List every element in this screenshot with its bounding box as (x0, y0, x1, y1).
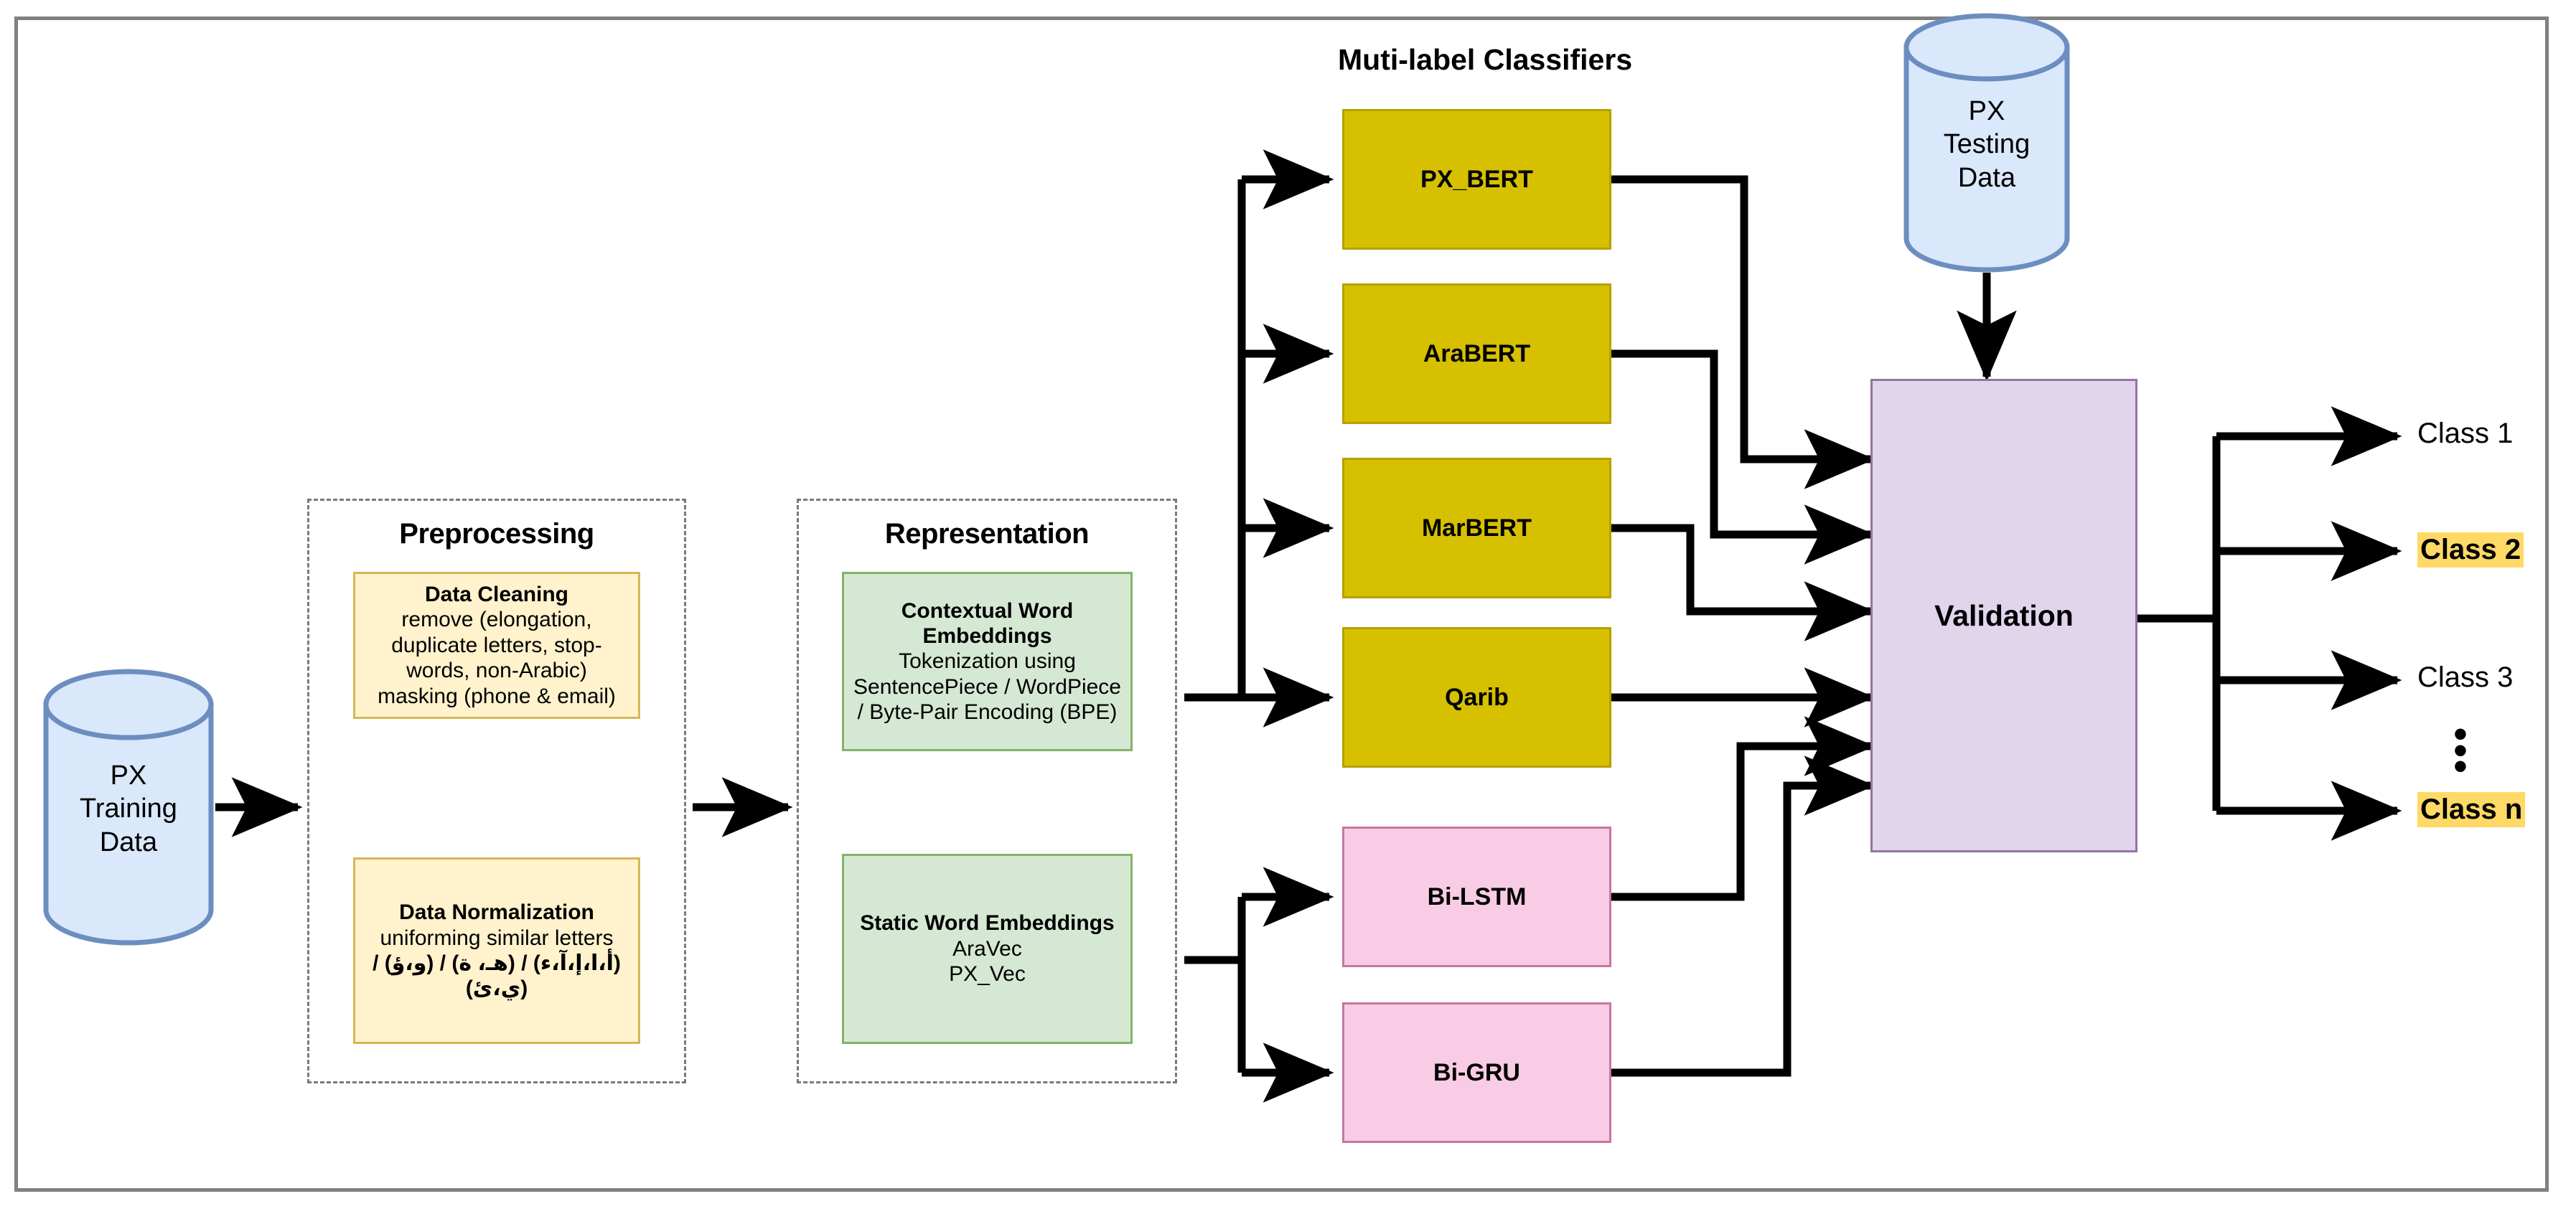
data-normalization-line-2: (أ،ا،إ،آ،ء) / (هـ، ة) / (و،ؤ) / (373, 951, 621, 975)
data-cleaning-line-1: remove (elongation, (401, 608, 592, 632)
validation-box[interactable]: Validation (1870, 379, 2137, 852)
px-training-data-label: PX Training Data (80, 761, 177, 857)
classifier-arabert-label: AraBERT (1423, 339, 1531, 367)
preprocessing-group: Preprocessing (307, 499, 686, 1083)
classifier-px-bert-label: PX_BERT (1420, 165, 1533, 193)
classifier-bi-lstm-label: Bi-LSTM (1427, 883, 1527, 910)
data-normalization-box[interactable]: Data Normalization uniforming similar le… (353, 857, 640, 1044)
classifier-marbert[interactable]: MarBERT (1342, 458, 1611, 598)
cylinder-shape (1903, 13, 2070, 273)
px-testing-data-label: PX Testing Data (1943, 96, 2031, 193)
multilabel-classifiers-title: Muti-label Classifiers (1338, 43, 1633, 76)
px-training-data-cylinder: PX Training Data (42, 667, 215, 947)
px-testing-data-cylinder: PX Testing Data (1902, 13, 2071, 273)
wire-bigru-to-validation (1611, 756, 1875, 1077)
data-cleaning-title: Data Cleaning (424, 583, 569, 607)
static-title: Static Word Embeddings (860, 911, 1115, 936)
classifier-bi-gru[interactable]: Bi-GRU (1342, 1002, 1611, 1143)
classifier-qarib[interactable]: Qarib (1342, 627, 1611, 768)
static-line-2: PX_Vec (949, 962, 1026, 987)
output-class-n: Class n (2417, 792, 2526, 827)
wire-bilstm-to-validation (1611, 716, 1875, 901)
wire-arabert-to-validation (1611, 349, 1875, 565)
cylinder-shape (43, 669, 214, 946)
classifier-px-bert[interactable]: PX_BERT (1342, 109, 1611, 250)
contextual-line-1: Tokenization using (899, 649, 1076, 674)
output-class-1: Class 1 (2417, 418, 2514, 449)
output-class-3: Class 3 (2417, 662, 2514, 693)
data-cleaning-line-3: words, non-Arabic) (406, 659, 587, 683)
wire-marbert-to-validation (1611, 524, 1875, 641)
wire-pxbert-to-validation (1611, 175, 1875, 489)
contextual-line-3: / Byte-Pair Encoding (BPE) (857, 700, 1118, 725)
validation-label: Validation (1934, 598, 2074, 632)
preprocessing-title: Preprocessing (399, 518, 594, 550)
data-cleaning-box[interactable]: Data Cleaning remove (elongation, duplic… (353, 572, 640, 719)
representation-group: Representation (797, 499, 1177, 1083)
static-word-embeddings-box[interactable]: Static Word Embeddings AraVec PX_Vec (842, 854, 1133, 1044)
contextual-word-embeddings-box[interactable]: Contextual Word Embeddings Tokenization … (842, 572, 1133, 751)
output-class-2: Class 2 (2417, 532, 2524, 568)
static-line-1: AraVec (952, 936, 1022, 961)
classifier-qarib-label: Qarib (1445, 683, 1509, 711)
classifier-marbert-label: MarBERT (1421, 514, 1532, 542)
classifier-bi-lstm[interactable]: Bi-LSTM (1342, 827, 1611, 967)
contextual-title-line-1: Contextual Word Embeddings (901, 598, 1074, 648)
representation-title: Representation (884, 518, 1090, 550)
classifier-bi-gru-label: Bi-GRU (1433, 1058, 1520, 1086)
data-normalization-line-3: (ي،ئ) (465, 977, 528, 1001)
data-normalization-line-1: uniforming similar letters (380, 926, 614, 950)
classifier-arabert[interactable]: AraBERT (1342, 283, 1611, 424)
data-cleaning-line-2: duplicate letters, stop- (391, 633, 602, 657)
vertical-ellipsis-icon: ••• (2453, 712, 2468, 789)
data-cleaning-line-4: masking (phone & email) (378, 684, 616, 708)
data-normalization-title: Data Normalization (399, 900, 594, 925)
contextual-line-2: SentencePiece / WordPiece (853, 674, 1121, 699)
